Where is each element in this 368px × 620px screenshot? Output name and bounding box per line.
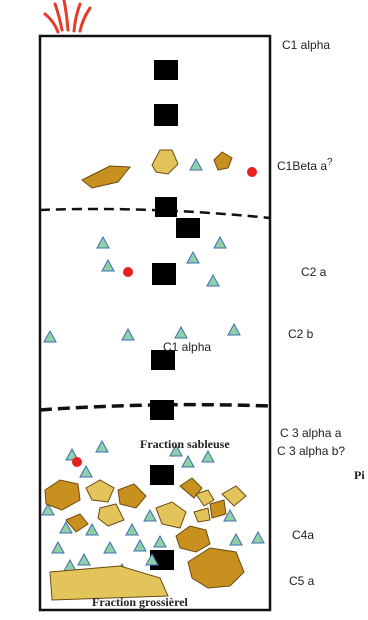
sand-triangle — [251, 530, 265, 544]
layer-label-c5-a: C5 a — [289, 574, 315, 588]
sample-block — [150, 465, 174, 485]
sand-triangle — [189, 157, 203, 171]
red-markers — [72, 167, 257, 467]
cut-off-label: Pi — [354, 468, 365, 482]
sand-triangle — [96, 235, 110, 249]
layer-label-c2-a: C2 a — [301, 265, 327, 279]
grass-tuft-icon — [43, 0, 92, 34]
sample-block — [176, 218, 200, 238]
horizon-boundary-upper — [39, 207, 271, 220]
sand-triangle — [43, 329, 57, 343]
sand-triangle — [59, 520, 73, 534]
c1-alpha-center-label: C1 alpha — [163, 340, 212, 354]
sample-block — [152, 263, 176, 285]
sand-triangle — [201, 449, 215, 463]
sand-triangle — [41, 502, 55, 516]
sand-triangle — [133, 538, 147, 552]
sand-triangle — [121, 327, 135, 341]
red-dot — [72, 457, 82, 467]
sand-triangle — [227, 322, 241, 336]
sand-triangle — [174, 325, 188, 339]
red-dot — [123, 267, 133, 277]
sand-triangle — [63, 558, 77, 572]
sand-triangle — [186, 250, 200, 264]
layer-label-c1-beta: C1Beta a? — [277, 157, 333, 173]
sand-triangle — [95, 439, 109, 453]
sand-triangle — [229, 532, 243, 546]
sand-particles — [41, 157, 265, 582]
layer-label-c2-b: C2 b — [288, 327, 314, 341]
sample-block — [154, 104, 178, 126]
layer-label-c3-alpha-b-text: C 3 alpha b — [277, 444, 339, 458]
sample-block — [151, 350, 175, 370]
sand-triangle — [181, 454, 195, 468]
sand-triangle — [213, 235, 227, 249]
sand-triangle — [85, 522, 99, 536]
sand-triangle — [223, 508, 237, 522]
profile-column — [38, 34, 272, 612]
sand-triangle — [153, 534, 167, 548]
sample-block — [154, 60, 178, 80]
sand-triangle — [79, 464, 93, 478]
sample-block — [150, 400, 174, 420]
sample-block — [155, 197, 177, 217]
fraction-grossiere-label: Fraction grossièrel — [92, 595, 188, 609]
gravel-lower — [44, 477, 247, 601]
sand-triangle — [103, 540, 117, 554]
sand-triangle — [51, 540, 65, 554]
sand-triangle — [101, 258, 115, 272]
sand-triangle — [77, 552, 91, 566]
layer-label-c1-beta-text: C1Beta a — [277, 159, 328, 173]
fraction-sableuse-label: Fraction sableuse — [140, 437, 230, 451]
gravel-upper — [81, 149, 233, 189]
red-dot — [247, 167, 257, 177]
sand-triangle — [65, 447, 79, 461]
sand-triangle — [206, 273, 220, 287]
layer-label-c1-beta-suffix: ? — [327, 157, 333, 168]
sand-triangle — [169, 443, 183, 457]
sand-triangle — [145, 552, 159, 566]
layer-label-c3-alpha-a: C 3 alpha a — [280, 426, 342, 440]
layer-label-c4a: C4a — [292, 528, 315, 542]
layer-label-c3-alpha-b-suffix: ? — [338, 444, 346, 458]
layer-label-c1-alpha: C1 alpha — [282, 38, 331, 52]
sand-triangle — [143, 508, 157, 522]
layer-label-c3-alpha-b: C 3 alpha b? — [277, 444, 345, 458]
sand-triangle — [125, 522, 139, 536]
